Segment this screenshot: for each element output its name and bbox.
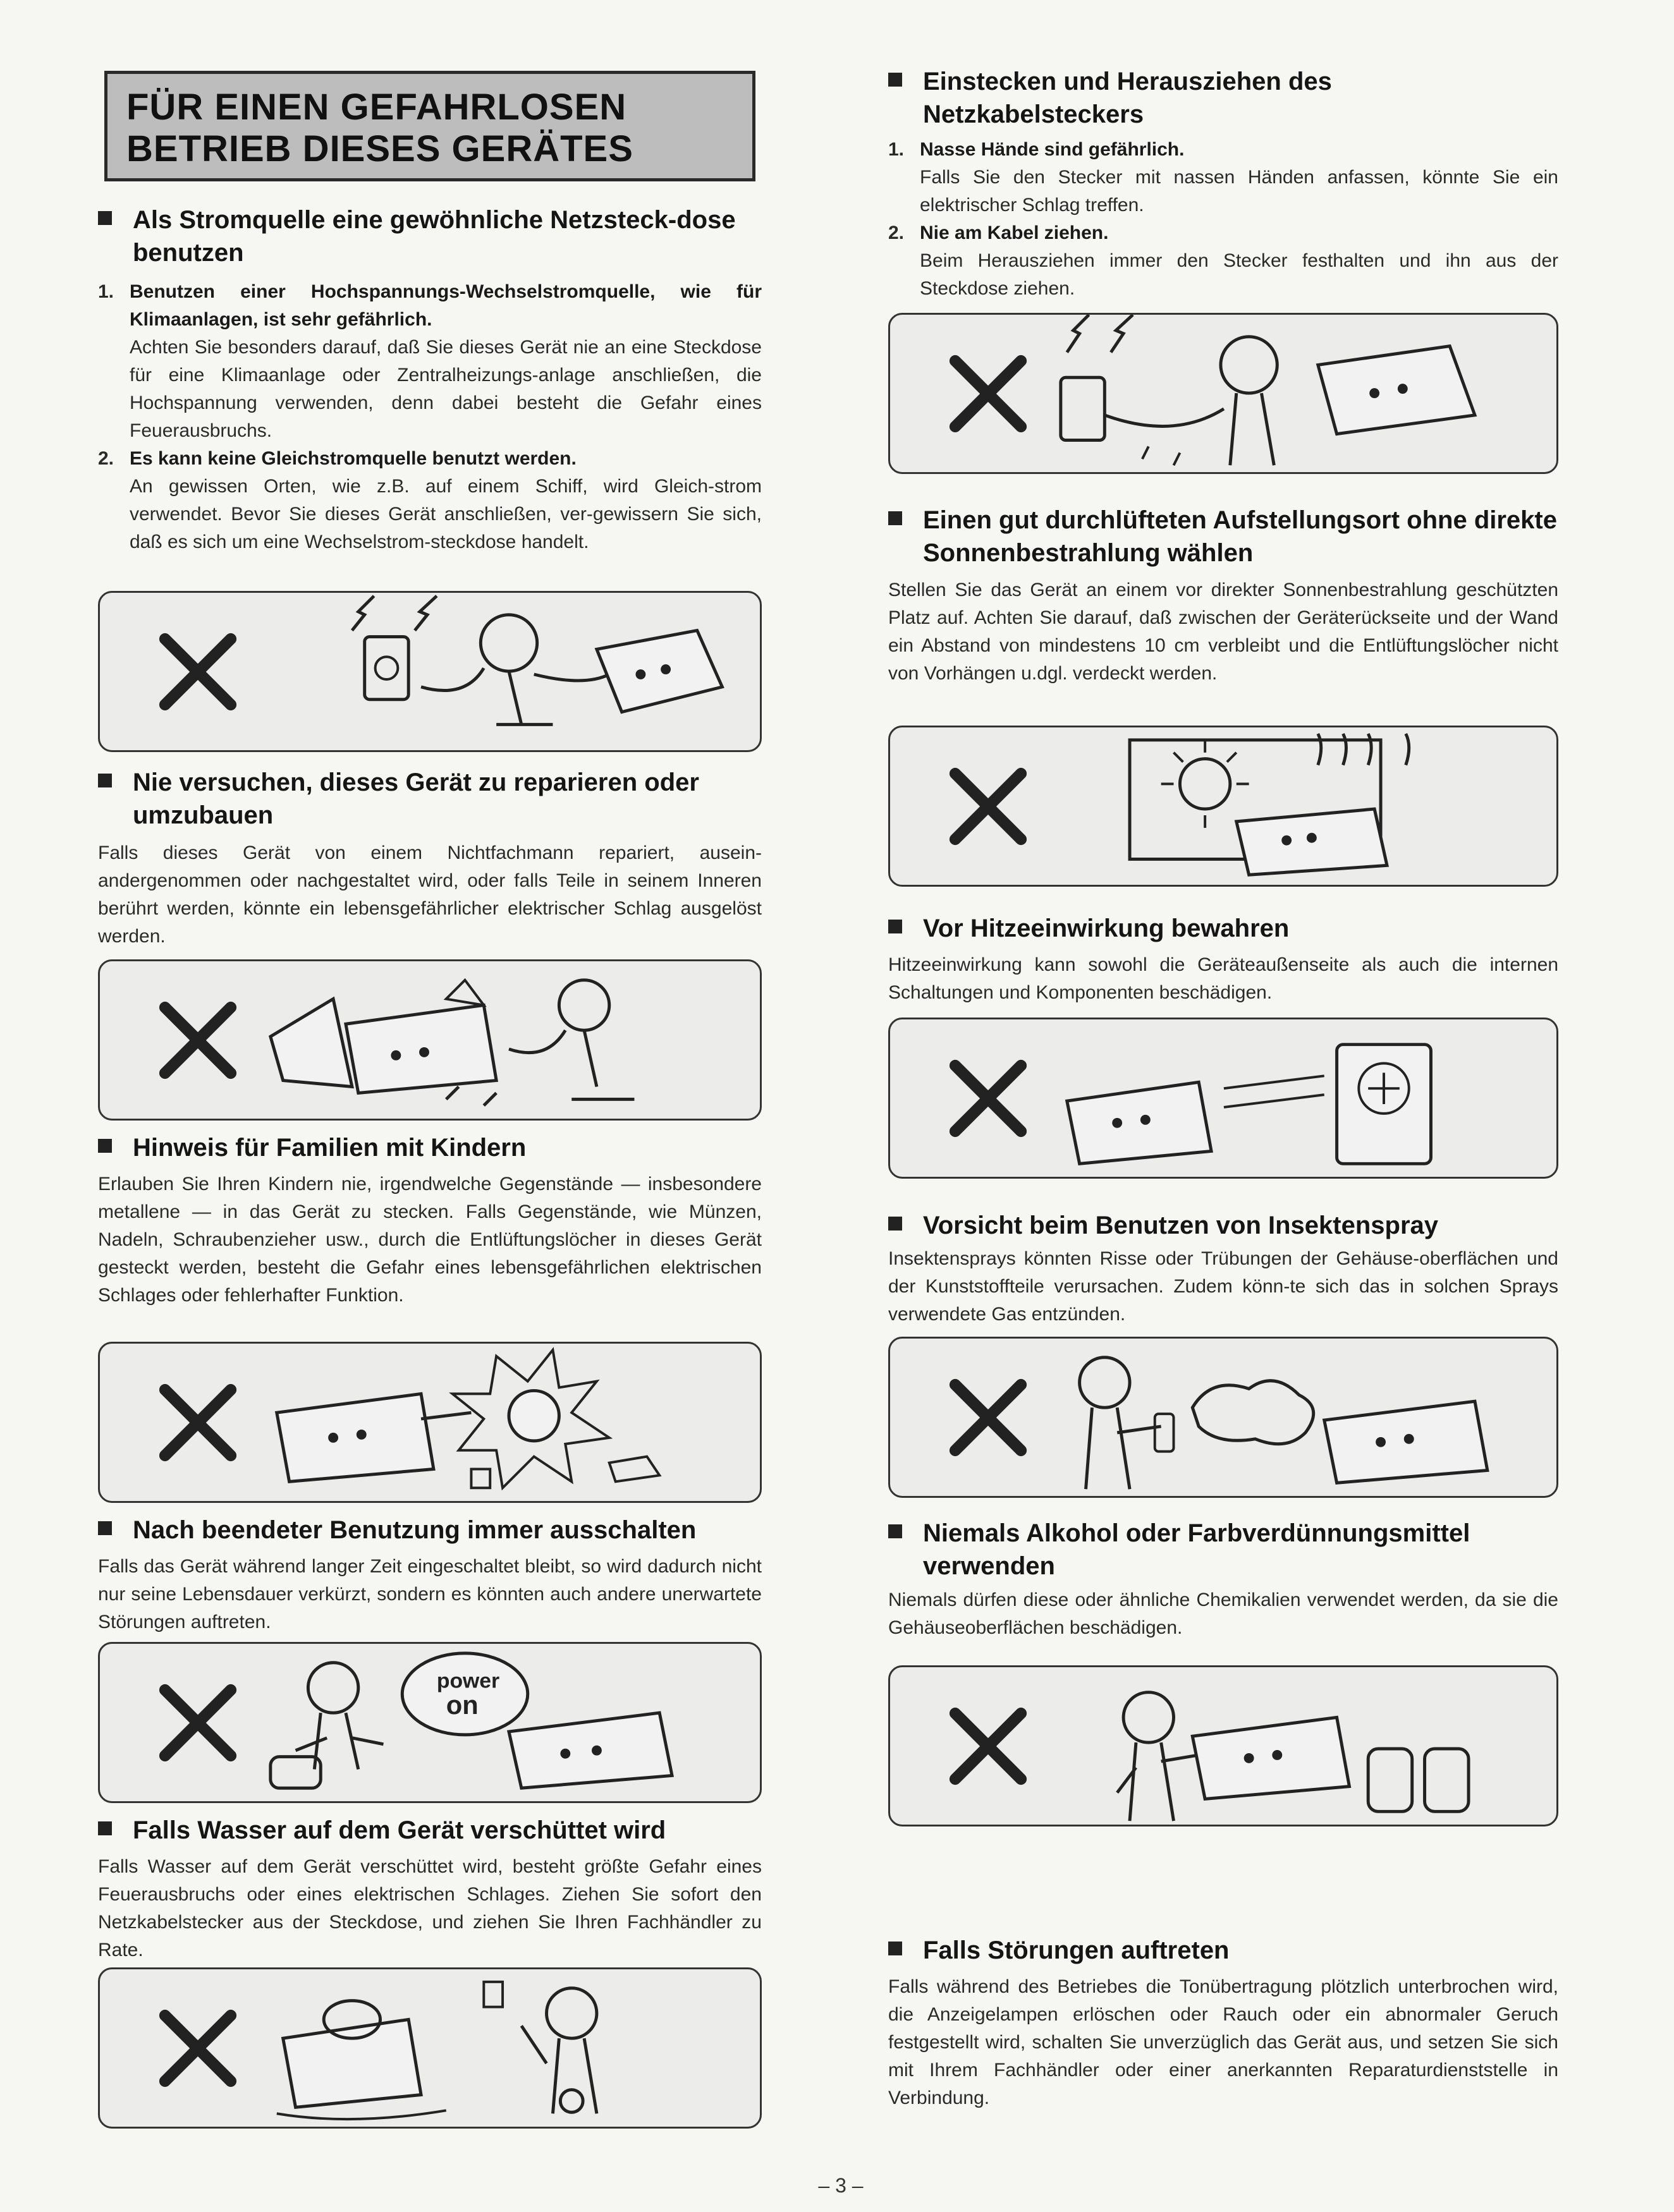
speech-bubble-power: power	[437, 1668, 499, 1692]
section-heading-malfunction: Falls Störungen auftreten	[888, 1934, 1558, 1967]
illustration-direct-sunlight	[888, 726, 1558, 887]
person-outlet-drawing	[350, 595, 724, 726]
illustration-high-voltage-outlet	[98, 591, 762, 752]
section-body-insect-spray: Insektensprays könnten Risse oder Trübun…	[888, 1248, 1558, 1325]
bullet-square-icon	[888, 920, 902, 933]
section-body-malfunction: Falls während des Betriebes die Tonübert…	[888, 1976, 1558, 2108]
speech-bubble-on: on	[446, 1690, 479, 1720]
sun-window-drawing	[1128, 732, 1411, 877]
page-title-box: FÜR EINEN GEFAHRLOSEN BETRIEB DIESES GER…	[104, 71, 755, 181]
section-heading-no-repair: Nie versuchen, dieses Gerät zu repariere…	[98, 766, 762, 832]
list-item-title: Nasse Hände sind gefährlich.	[920, 139, 1185, 160]
bullet-square-icon	[98, 211, 112, 225]
prohibited-x-icon	[159, 2009, 237, 2087]
person-cleaning-drawing	[1116, 1691, 1470, 1821]
illustration-water-spill	[98, 1967, 762, 2129]
section-heading-water-spill: Falls Wasser auf dem Gerät verschüttet w…	[98, 1814, 762, 1847]
illustration-wet-hands-plug	[888, 313, 1558, 474]
list-item: 2. Es kann keine Gleichstromquelle benut…	[98, 445, 762, 556]
prohibited-x-icon	[159, 633, 237, 710]
person-pulling-cable-drawing	[1059, 315, 1477, 466]
section-body-power-source: 1. Benutzen einer Hochspannungs-Wechsels…	[98, 278, 762, 556]
section-body-plug-handling: 1. Nasse Hände sind gefährlich. Falls Si…	[888, 136, 1558, 303]
section-heading-switch-off: Nach beendeter Benutzung immer ausschalt…	[98, 1514, 762, 1547]
list-item-text: Falls Sie den Stecker mit nassen Händen …	[920, 167, 1558, 216]
bullet-square-icon	[98, 1821, 112, 1835]
prohibited-x-icon	[949, 1059, 1027, 1137]
bullet-square-icon	[888, 1217, 902, 1231]
list-item-title: Es kann keine Gleichstromquelle benutzt …	[130, 448, 577, 469]
bullet-square-icon	[98, 774, 112, 787]
prohibited-x-icon	[159, 1001, 237, 1079]
prohibited-x-icon	[949, 1378, 1027, 1456]
spilled-vase-drawing	[276, 1980, 599, 2121]
device-near-heater-drawing	[1065, 1043, 1433, 1165]
illustration-chemicals	[888, 1665, 1558, 1826]
list-item: 2. Nie am Kabel ziehen. Beim Herausziehe…	[888, 219, 1558, 303]
list-item: 1. Nasse Hände sind gefährlich. Falls Si…	[888, 136, 1558, 219]
illustration-insect-spray	[888, 1337, 1558, 1498]
section-heading-heat: Vor Hitzeeinwirkung bewahren	[888, 912, 1558, 945]
section-heading-ventilation: Einen gut durchlüfteten Aufstellungsort …	[888, 504, 1558, 569]
list-item-text: An gewissen Orten, wie z.B. auf einem Sc…	[130, 476, 762, 552]
child-device-drawing	[274, 1347, 662, 1491]
section-heading-alcohol-thinner: Niemals Alkohol oder Farbverdünnungsmitt…	[888, 1517, 1558, 1583]
list-item-title: Nie am Kabel ziehen.	[920, 222, 1109, 243]
list-item-title: Benutzen einer Hochspannungs-Wechselstro…	[130, 281, 762, 330]
prohibited-x-icon	[159, 1684, 237, 1761]
list-item-text: Achten Sie besonders darauf, daß Sie die…	[130, 337, 762, 441]
prohibited-x-icon	[949, 355, 1027, 432]
section-body-heat: Hitzeeinwirkung kann sowohl die Geräteau…	[888, 954, 1558, 1003]
section-heading-plug-handling: Einstecken und Herausziehen des Netzkabe…	[888, 65, 1558, 131]
page-number: – 3 –	[818, 2174, 864, 2197]
section-body-ventilation: Stellen Sie das Gerät an einem vor direk…	[888, 580, 1558, 684]
illustration-heater	[888, 1018, 1558, 1179]
section-heading-power-source: Als Stromquelle eine gewöhnliche Netzste…	[98, 204, 762, 269]
person-spraying-drawing	[1078, 1356, 1489, 1490]
section-body-children: Erlauben Sie Ihren Kindern nie, irgendwe…	[98, 1174, 762, 1306]
bullet-square-icon	[888, 1942, 902, 1955]
section-body-alcohol-thinner: Niemals dürfen diese oder ähnliche Chemi…	[888, 1589, 1558, 1638]
page-title-line-1: FÜR EINEN GEFAHRLOSEN	[126, 87, 627, 128]
list-item: 1. Benutzen einer Hochspannungs-Wechsels…	[98, 278, 762, 445]
bullet-square-icon	[888, 73, 902, 87]
bullet-square-icon	[888, 511, 902, 525]
section-body-no-repair: Falls dieses Gerät von einem Nichtfachma…	[98, 842, 762, 947]
page-title-line-2: BETRIEB DIESES GERÄTES	[126, 128, 633, 169]
section-body-switch-off: Falls das Gerät während langer Zeit eing…	[98, 1556, 762, 1632]
illustration-disassembly	[98, 959, 762, 1121]
section-body-water-spill: Falls Wasser auf dem Gerät verschüttet w…	[98, 1856, 762, 1960]
bullet-square-icon	[98, 1521, 112, 1535]
prohibited-x-icon	[159, 1383, 237, 1461]
illustration-power-left-on: power on	[98, 1642, 762, 1803]
prohibited-x-icon	[949, 767, 1027, 845]
bullet-square-icon	[888, 1524, 902, 1538]
list-item-text: Beim Herausziehen immer den Stecker fest…	[920, 250, 1558, 299]
section-heading-children: Hinweis für Familien mit Kindern	[98, 1131, 762, 1164]
bullet-square-icon	[98, 1139, 112, 1153]
section-heading-insect-spray: Vorsicht beim Benutzen von Insektenspray	[888, 1209, 1558, 1242]
illustration-child-inserting-objects	[98, 1342, 762, 1503]
person-leaving-drawing: power on	[269, 1651, 675, 1790]
open-device-drawing	[268, 978, 635, 1107]
prohibited-x-icon	[949, 1707, 1027, 1785]
